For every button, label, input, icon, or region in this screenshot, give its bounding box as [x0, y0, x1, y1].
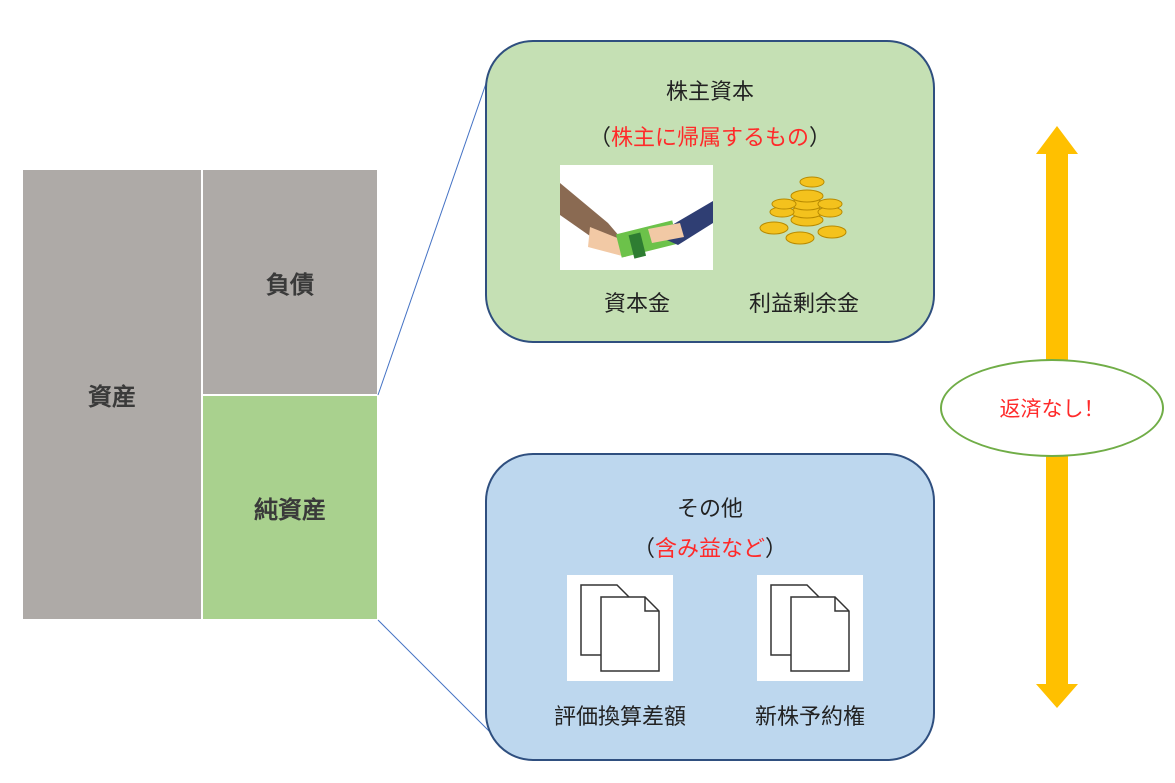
equity-paren-open: （ [588, 126, 611, 151]
other-item-label-valuation: 評価換算差額 [553, 705, 686, 730]
equity-title: 株主資本 [665, 80, 754, 105]
equity-subtitle-line: （株主に帰属するもの） [487, 120, 933, 152]
liabilities-label: 負債 [266, 270, 314, 299]
handshake-money-icon [560, 165, 713, 270]
other-equity-panel: その他 （含み益など） 評価換算差額 新株予約権 [485, 453, 935, 761]
assets-label: 資産 [88, 383, 136, 411]
document-icon [757, 575, 863, 681]
other-item-label-stock-options: 新株予約権 [754, 705, 865, 730]
other-paren-open: （ [632, 537, 655, 562]
net-assets-label: 純資産 [254, 496, 326, 524]
document-icon [567, 575, 673, 681]
connector-line-bottom [377, 619, 491, 733]
other-subtitle-line: （含み益など） [487, 531, 933, 563]
equity-item-label-retained-earnings: 利益剰余金 [748, 292, 859, 317]
equity-paren-close: ） [809, 126, 832, 151]
net-assets-block: 純資産 [202, 395, 378, 620]
no-repayment-callout: 返済なし！ [940, 359, 1164, 457]
other-title: その他 [676, 497, 743, 522]
other-paren-close: ） [765, 537, 788, 562]
callout-label: 返済なし！ [999, 397, 1105, 421]
connector-line-top [377, 71, 491, 396]
liabilities-block: 負債 [202, 169, 378, 395]
equity-item-label-capital: 資本金 [603, 292, 670, 317]
assets-block: 資産 [22, 169, 202, 620]
other-subtitle: 含み益など [654, 537, 765, 562]
shareholders-equity-panel: 株主資本 （株主に帰属するもの） [485, 40, 935, 343]
gold-coins-icon [752, 168, 857, 248]
equity-subtitle: 株主に帰属するもの [610, 126, 809, 151]
